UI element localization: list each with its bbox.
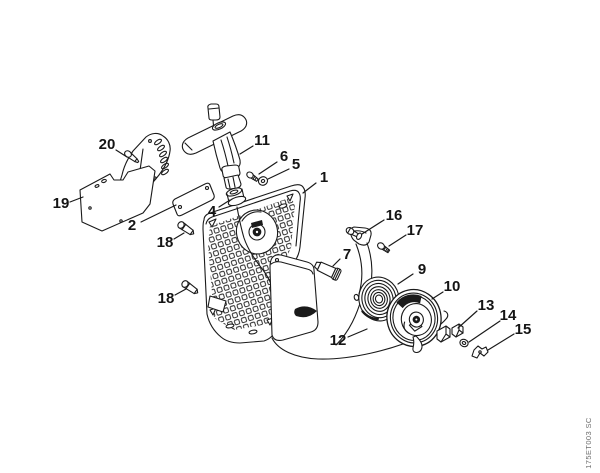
part-number-18: 18 — [158, 290, 175, 307]
part-number-13: 13 — [478, 297, 495, 314]
part-number-18: 18 — [157, 234, 174, 251]
washer-5-drawing — [257, 176, 269, 186]
callout-leader-6 — [258, 161, 278, 175]
part-number-7: 7 — [343, 246, 351, 263]
part-number-15: 15 — [515, 321, 532, 338]
rope-rotor-drawing — [386, 288, 442, 348]
rope-bushing-4-drawing — [225, 187, 247, 207]
screw-6-drawing — [246, 171, 259, 182]
plate-2-drawing — [172, 182, 215, 217]
part-number-2: 2 — [128, 217, 136, 234]
part-number-17: 17 — [407, 222, 424, 239]
part-number-14: 14 — [500, 307, 517, 324]
plug-7-drawing — [313, 261, 342, 281]
part-number-1: 1 — [320, 169, 328, 186]
callout-leader-12 — [347, 328, 368, 338]
callout-leader-9 — [397, 273, 414, 285]
callout-leader-16 — [361, 219, 385, 235]
callout-leader-18 — [173, 232, 185, 240]
screw-20-drawing — [124, 150, 140, 164]
part-number-9: 9 — [418, 261, 426, 278]
callout-leader-5 — [267, 168, 290, 180]
callout-leader-1 — [302, 182, 317, 194]
screw-17-drawing — [377, 242, 391, 254]
part-number-4: 4 — [208, 203, 217, 220]
callout-leader-15 — [487, 333, 515, 351]
pin-18b-drawing — [181, 280, 199, 295]
housing-side-panel-drawing — [269, 254, 319, 341]
rope-hook-drawing — [412, 335, 423, 353]
screw-16-drawing — [345, 227, 363, 240]
callout-leader-10 — [431, 291, 444, 300]
callout-leader-17 — [388, 234, 407, 247]
part-number-20: 20 — [99, 136, 116, 153]
part-number-6: 6 — [280, 148, 288, 165]
part-number-19: 19 — [53, 195, 70, 212]
starter-grip-drawing — [181, 103, 248, 190]
callout-leader-13 — [457, 310, 478, 329]
callout-leader-4 — [218, 199, 231, 208]
part-number-16: 16 — [386, 207, 403, 224]
part-number-5: 5 — [292, 156, 300, 173]
callout-leader-18 — [174, 288, 187, 296]
callout-leader-19 — [69, 196, 84, 203]
washer-14-drawing — [459, 338, 469, 348]
callout-leader-7 — [332, 258, 341, 267]
part-number-12: 12 — [330, 332, 347, 349]
cover-plate-lower-drawing — [79, 165, 156, 232]
pawl-13-drawing — [436, 323, 464, 343]
part-number-11: 11 — [254, 132, 270, 149]
callout-leader-14 — [468, 320, 501, 343]
pin-18a-drawing — [177, 221, 195, 236]
clip-15-drawing — [471, 345, 489, 359]
callout-leader-20 — [115, 149, 128, 158]
callout-leader-11 — [239, 145, 254, 155]
figure-code: 175ET003 SC — [584, 417, 593, 469]
callout-leader-2 — [140, 204, 177, 223]
part-number-10: 10 — [444, 278, 461, 295]
